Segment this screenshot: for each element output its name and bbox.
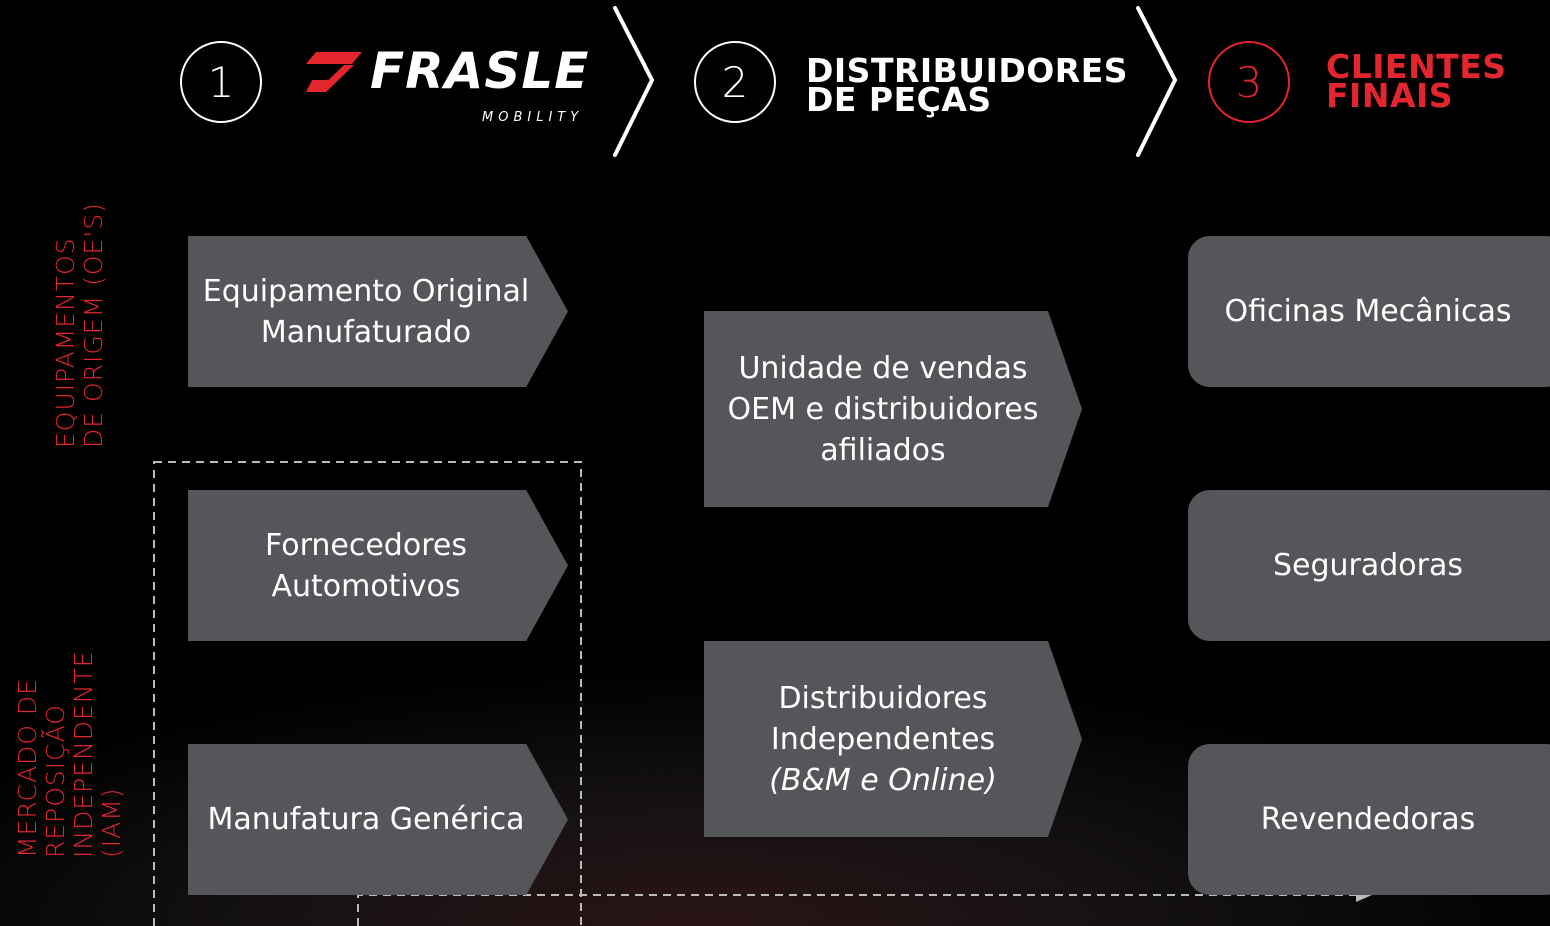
step-1-badge: 1 bbox=[180, 41, 262, 123]
step-3-badge: 3 bbox=[1208, 41, 1290, 123]
iam-side-label: MERCADO DE REPOSIÇÃO INDEPENDENTE (IAM) bbox=[13, 632, 126, 858]
source-oem-line1: Equipamento Original bbox=[202, 273, 530, 309]
frasle-logo-text: FRASLE bbox=[370, 42, 590, 100]
source-generic-manufacturing: Manufatura Genérica bbox=[188, 744, 568, 895]
iam-label-line3: INDEPENDENTE bbox=[69, 650, 98, 858]
step-2-badge: 2 bbox=[694, 41, 776, 123]
frasle-logo-icon bbox=[306, 52, 362, 92]
distributor-independent-line1: Distribuidores bbox=[778, 680, 988, 716]
iam-dashed-bracket bbox=[153, 461, 582, 926]
client-resellers-label: Revendedoras bbox=[1260, 802, 1476, 837]
source-automotive-suppliers: Fornecedores Automotivos bbox=[188, 490, 568, 641]
distributor-independent-line2: Independentes bbox=[770, 721, 996, 757]
client-mechanic-workshops: Oficinas Mecânicas bbox=[1188, 236, 1550, 387]
step-2-title: DISTRIBUIDORES DE PEÇAS bbox=[806, 51, 1129, 119]
source-suppliers-line2: Automotivos bbox=[271, 568, 461, 604]
step-2-title-line1: DISTRIBUIDORES bbox=[806, 51, 1129, 90]
chevron-separator-1 bbox=[613, 6, 655, 157]
frasle-logo-subtitle: MOBILITY bbox=[482, 110, 584, 125]
iam-label-line2: REPOSIÇÃO bbox=[41, 704, 70, 858]
distributor-independent: Distribuidores Independentes (B&M e Onli… bbox=[704, 641, 1082, 837]
step-2-title-line2: DE PEÇAS bbox=[806, 80, 992, 119]
oes-label-line2: DE ORIGEM (OE'S) bbox=[79, 202, 108, 448]
client-insurers-label: Seguradoras bbox=[1272, 548, 1464, 583]
client-insurers: Seguradoras bbox=[1188, 490, 1550, 641]
iam-label-line4: (IAM) bbox=[97, 787, 126, 858]
iam-label-line1: MERCADO DE bbox=[13, 678, 42, 858]
distributor-oem-line1: Unidade de vendas bbox=[738, 350, 1028, 386]
direct-flow-dashed-arrow bbox=[357, 894, 1360, 926]
source-generic-line1: Manufatura Genérica bbox=[207, 802, 525, 837]
distributor-oem-line3: afiliados bbox=[820, 432, 946, 468]
step-3-number: 3 bbox=[1235, 57, 1263, 107]
step-1-number: 1 bbox=[207, 57, 235, 107]
step-3-title-line1: CLIENTES bbox=[1326, 47, 1507, 86]
step-3-title: CLIENTES FINAIS bbox=[1326, 47, 1507, 115]
chevron-separator-2 bbox=[1136, 6, 1178, 157]
client-workshops-label: Oficinas Mecânicas bbox=[1224, 294, 1512, 329]
step-2-number: 2 bbox=[721, 57, 749, 107]
source-oem-line2: Manufaturado bbox=[260, 314, 472, 350]
oes-label-line1: EQUIPAMENTOS bbox=[51, 237, 80, 448]
distributor-oem-line2: OEM e distribuidores bbox=[727, 391, 1039, 427]
source-suppliers-line1: Fornecedores bbox=[265, 527, 467, 563]
step-3-title-line2: FINAIS bbox=[1326, 76, 1454, 115]
distributor-independent-line3: (B&M e Online) bbox=[769, 762, 997, 798]
distributor-oem-sales-unit: Unidade de vendas OEM e distribuidores a… bbox=[704, 311, 1082, 507]
oes-side-label: EQUIPAMENTOS DE ORIGEM (OE'S) bbox=[51, 186, 108, 448]
client-resellers: Revendedoras bbox=[1188, 744, 1550, 895]
source-oem-manufactured: Equipamento Original Manufaturado bbox=[188, 236, 568, 387]
